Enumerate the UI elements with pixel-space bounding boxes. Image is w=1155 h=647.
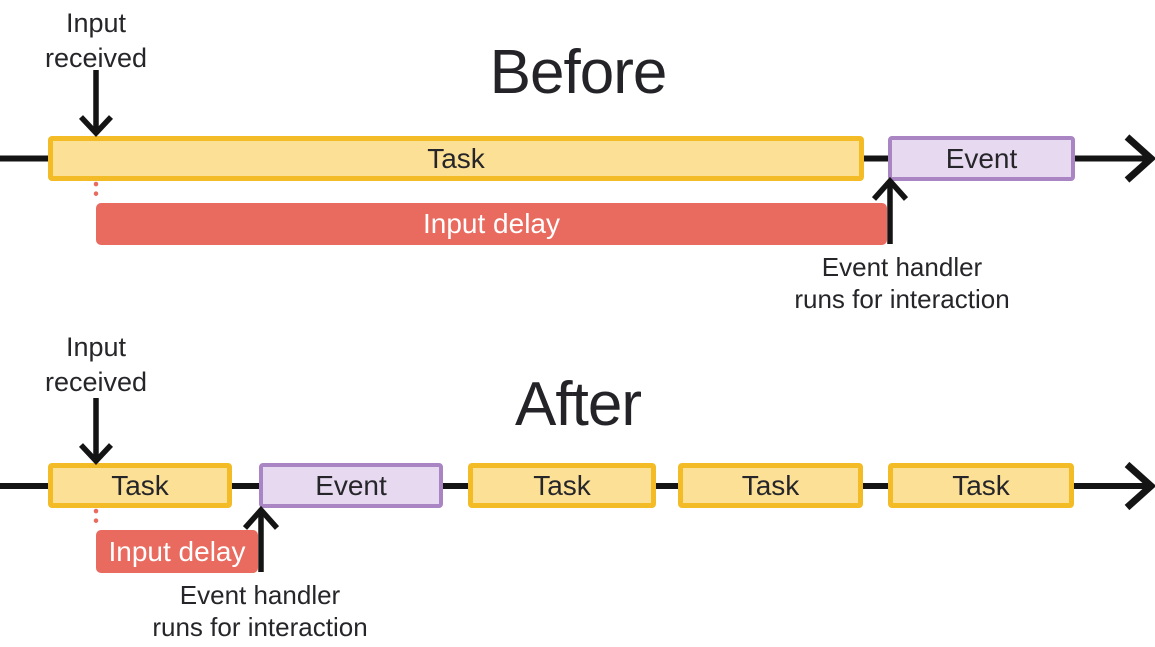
after-task-bar-label: Task <box>741 469 800 501</box>
after-event-handler-arrow-icon <box>242 505 280 572</box>
after-input-received-label: Input received <box>44 332 148 397</box>
after-event-handler-caption: Event handler runs for interaction <box>152 580 368 642</box>
after-task-bar-label: Task <box>533 469 591 501</box>
before-event-bar-label: Event <box>945 142 1018 174</box>
after-input-delay-label: Input delay <box>108 535 246 567</box>
before-input-received-label: Input received <box>44 8 148 73</box>
after-section-title: After <box>515 370 642 439</box>
after-event-bar: Event <box>259 463 443 508</box>
after-task-bar-label: Task <box>111 469 169 501</box>
before-event-bar: Event <box>888 136 1075 181</box>
before-input-delay-label: Input delay <box>423 208 560 239</box>
before-input-arrow-icon <box>78 70 114 138</box>
before-event-handler-caption: Event handler runs for interaction <box>794 252 1010 314</box>
after-task-bar: Task <box>888 463 1074 508</box>
after-input-delay-bar: Input delay <box>96 530 258 573</box>
before-input-delay-bar: Input delay <box>96 203 887 245</box>
after-input-arrow-icon <box>78 398 114 466</box>
before-timeline-arrow-icon <box>1124 134 1155 183</box>
after-task-bar-label: Task <box>952 469 1010 501</box>
after-timeline-arrow-icon <box>1124 461 1155 511</box>
after-task-bar: Task <box>678 463 863 508</box>
after-event-bar-label: Event <box>315 469 387 501</box>
after-task-bar: Task <box>468 463 656 508</box>
before-event-handler-arrow-icon <box>871 176 909 244</box>
before-section-title: Before <box>489 38 668 107</box>
before-task-bar: Task <box>48 136 864 181</box>
after-task-bar: Task <box>48 463 232 508</box>
before-task-bar-label: Task <box>427 142 485 174</box>
